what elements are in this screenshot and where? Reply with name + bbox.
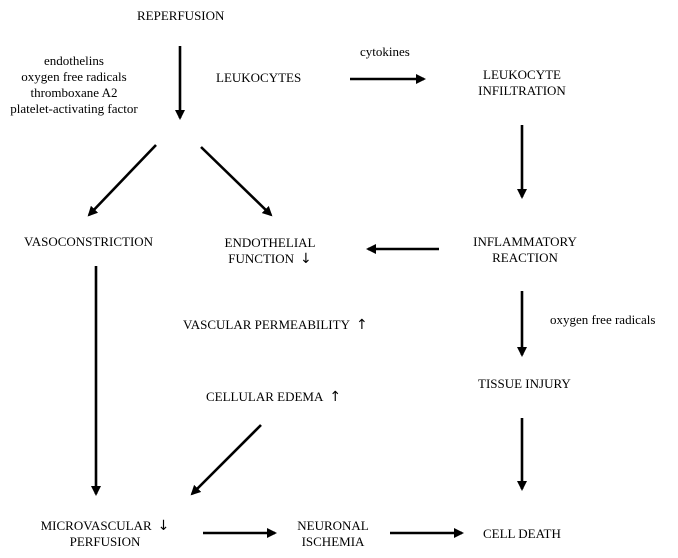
increase-indicator: ↑ (329, 389, 342, 405)
arrow-to-endothelial (200, 146, 273, 217)
node-neuronal-ischemia: NEURONAL ISCHEMIA (297, 518, 369, 549)
node-reperfusion: REPERFUSION (137, 8, 225, 23)
label-oxygen-free-radicals: oxygen free radicals (550, 312, 656, 327)
mediator-endothelins: endothelins (44, 53, 104, 68)
node-cell-death: CELL DEATH (483, 526, 561, 541)
mediator-thromboxane: thromboxane A2 (30, 85, 118, 100)
node-tissue-injury: TISSUE INJURY (478, 376, 571, 391)
arrow-edema-to-microvascular (190, 424, 262, 496)
node-inflammatory-reaction: INFLAMMATORY REACTION (473, 234, 577, 265)
node-cellular-edema: CELLULAR EDEMA↑ (206, 389, 342, 405)
mediators-list: endothelins oxygen free radicals thrombo… (0, 53, 148, 117)
arrow-to-vasoconstriction (87, 144, 157, 217)
label-cytokines: cytokines (360, 44, 410, 59)
increase-indicator: ↑ (355, 317, 368, 333)
node-vascular-permeability: VASCULAR PERMEABILITY↑ (183, 317, 368, 333)
node-endothelial-function: ENDOTHELIAL FUNCTION↓ (224, 235, 316, 267)
node-microvascular-perfusion: MICROVASCULAR↓ PERFUSION (40, 518, 170, 549)
decrease-indicator: ↓ (157, 518, 170, 534)
node-leukocytes: LEUKOCYTES (216, 70, 302, 85)
mediator-paf: platelet-activating factor (10, 101, 138, 116)
mediator-oxygen-free-radicals: oxygen free radicals (21, 69, 127, 84)
node-leukocyte-infiltration: LEUKOCYTE INFILTRATION (478, 67, 566, 98)
node-vasoconstriction: VASOCONSTRICTION (24, 234, 154, 249)
decrease-indicator: ↓ (300, 251, 312, 267)
